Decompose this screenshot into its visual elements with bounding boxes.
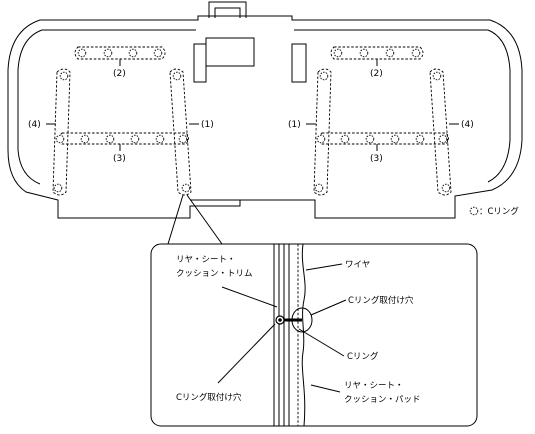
c-ring-icon xyxy=(53,183,63,193)
label-group-4: (4) xyxy=(461,120,474,130)
ring-hole-label-right: Cリング取付け穴 xyxy=(348,295,414,306)
c-ring-icon xyxy=(390,134,400,144)
right-c-rings xyxy=(314,48,451,193)
left-group-labels: (2) (4) (1) (3) xyxy=(28,59,214,164)
c-ring-icon xyxy=(178,134,188,144)
c-ring-icon xyxy=(155,134,165,144)
c-ring-icon xyxy=(385,48,395,58)
c-ring-icon xyxy=(181,183,191,193)
legend: ：Cリング xyxy=(469,206,519,217)
label-group-1: (1) xyxy=(288,120,301,130)
detail-frame xyxy=(150,243,478,427)
c-ring-icon xyxy=(438,134,448,144)
ring-hole-label-left: Cリング取付け穴 xyxy=(176,392,242,403)
c-ring-icon xyxy=(128,48,138,58)
c-ring-icon xyxy=(153,48,163,58)
trim-label-line1: リヤ・シート・ xyxy=(176,255,236,265)
c-ring-icon xyxy=(103,48,113,58)
trim-label-line2: クッション・トリム xyxy=(176,269,253,279)
c-ring-icon xyxy=(80,134,90,144)
c-ring-icon xyxy=(441,183,451,193)
label-group-2: (2) xyxy=(113,69,126,79)
c-ring-icon xyxy=(172,71,182,81)
dashed-circle-icon xyxy=(469,206,479,216)
label-group-3: (3) xyxy=(113,154,126,164)
label-group-3: (3) xyxy=(370,154,383,164)
seat-cushion-outline xyxy=(7,1,523,219)
c-ring-icon xyxy=(130,134,140,144)
c-ring-icon xyxy=(359,48,369,58)
c-ring-icon xyxy=(365,134,375,144)
label-group-1: (1) xyxy=(201,120,214,130)
c-ring-icon xyxy=(333,48,343,58)
pad-label-line1: リヤ・シート・ xyxy=(344,381,404,391)
legend-text: ：Cリング xyxy=(479,206,519,217)
pad-label-line2: クッション・パッド xyxy=(344,395,421,405)
right-group-labels: (2) (1) (4) (3) xyxy=(288,59,474,164)
c-ring-icon xyxy=(411,48,421,58)
c-ring-icon xyxy=(55,134,65,144)
c-ring-icon xyxy=(105,134,115,144)
callout-leaders xyxy=(167,194,223,245)
left-c-rings xyxy=(53,48,191,193)
c-ring-icon xyxy=(316,134,326,144)
wire-label: ワイヤ xyxy=(345,260,370,270)
c-ring-icon xyxy=(432,71,442,81)
c-ring-icon xyxy=(340,134,350,144)
label-group-4: (4) xyxy=(28,120,41,130)
detail-view: リヤ・シート・ クッション・トリム ワイヤ Cリング取付け穴 Cリング リヤ・シ… xyxy=(150,243,478,427)
c-ring-label: Cリング xyxy=(347,351,379,362)
c-ring-icon xyxy=(319,71,329,81)
c-ring-icon xyxy=(415,134,425,144)
c-ring-icon xyxy=(77,48,87,58)
c-ring-icon xyxy=(59,71,69,81)
label-group-2: (2) xyxy=(370,69,383,79)
c-ring-icon xyxy=(314,183,324,193)
